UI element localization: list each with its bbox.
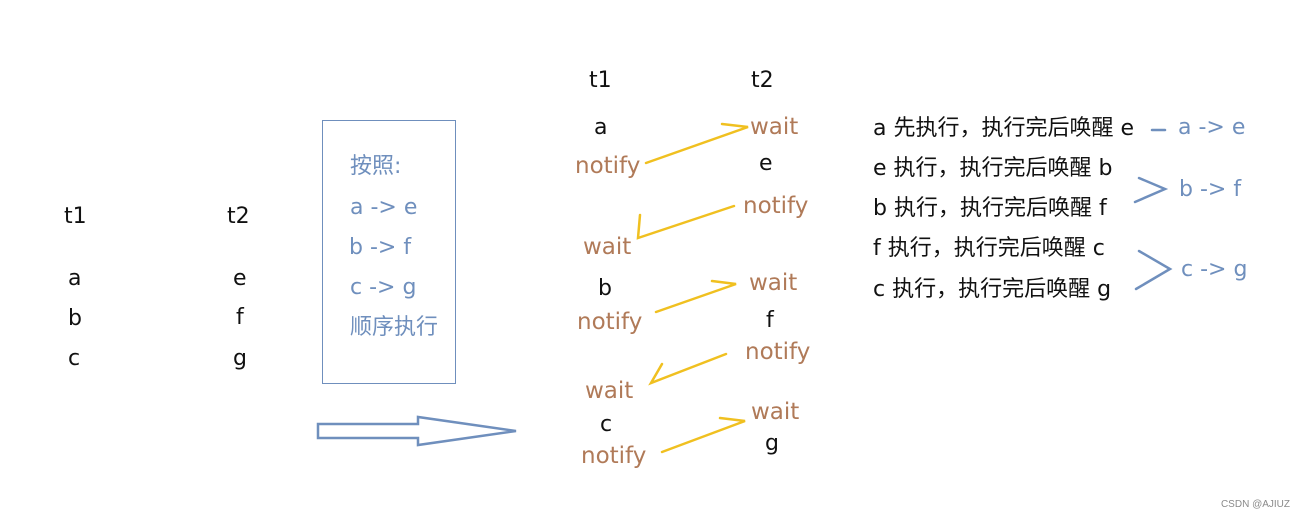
left-t2-header: t2 [227,204,250,229]
connector-chevron [1133,176,1169,204]
step-line: e 执行，执行完后唤醒 b [873,156,1113,181]
timeline-t1-header: t1 [589,68,612,93]
order-box-title: 按照: [350,154,402,179]
t2-event-notify: notify [745,339,811,365]
handoff-arrow [648,352,728,386]
left-t2-item: e [233,266,247,291]
t1-event-notify: notify [575,153,641,179]
t2-event-task: e [759,151,773,176]
t1-event-notify: notify [581,443,647,469]
t2-event-wait: wait [749,270,798,296]
t1-event-task: b [598,276,612,301]
t1-event-task: c [600,412,613,437]
step-line: f 执行，执行完后唤醒 c [873,236,1105,261]
order-box [322,120,456,384]
order-rule: b -> f [349,235,412,260]
pair-label: b -> f [1179,177,1242,202]
t2-event-task: f [766,308,774,333]
pair-label: a -> e [1178,115,1246,140]
step-line: a 先执行，执行完后唤醒 e [873,116,1135,141]
t2-event-wait: wait [751,399,800,425]
watermark: CSDN @AJIUZ [1220,499,1290,510]
handoff-arrow [644,122,749,165]
left-t1-item: a [68,266,82,291]
order-rule: c -> g [350,275,417,300]
handoff-arrow [654,279,737,314]
left-t1-item: b [68,306,82,331]
t2-event-notify: notify [743,193,809,219]
step-line: c 执行，执行完后唤醒 g [873,277,1112,302]
t1-event-task: a [594,115,608,140]
big-right-arrow [316,415,517,447]
t1-event-wait: wait [585,378,634,404]
handoff-arrow [660,416,746,454]
connector-chevron [1134,249,1173,291]
order-rule: a -> e [350,195,418,220]
left-t2-item: g [233,346,247,371]
t1-event-wait: wait [583,234,632,260]
step-line: b 执行，执行完后唤醒 f [873,196,1107,221]
left-t1-item: c [68,346,81,371]
t2-event-task: g [765,431,779,456]
t1-event-notify: notify [577,309,643,335]
order-box-footer: 顺序执行 [350,315,439,340]
left-t1-header: t1 [64,204,87,229]
timeline-t2-header: t2 [751,68,774,93]
pair-label: c -> g [1181,257,1248,282]
t2-event-wait: wait [750,114,799,140]
left-t2-item: f [236,305,244,330]
handoff-arrow [636,204,736,240]
